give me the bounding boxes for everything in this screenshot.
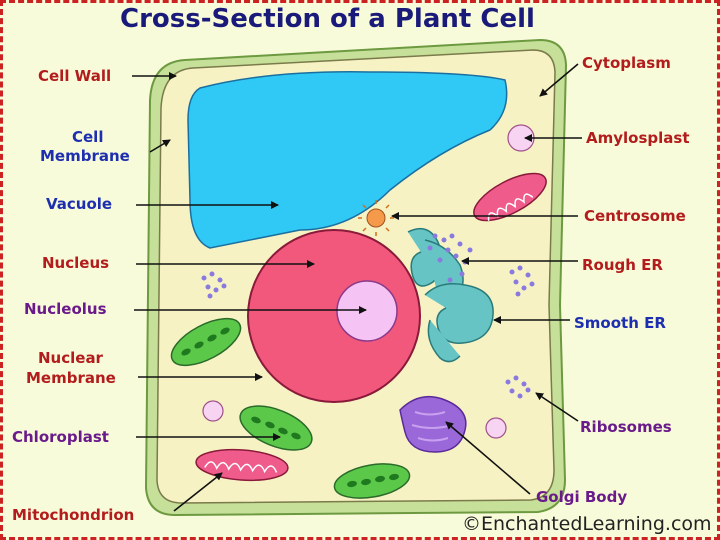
leader-cytoplasm bbox=[539, 63, 579, 97]
ribosome-clusters bbox=[201, 265, 535, 399]
chloroplast-bottom bbox=[333, 463, 411, 499]
vesicle bbox=[485, 417, 507, 439]
label-cell-membrane-line1: Cell bbox=[72, 128, 104, 146]
label-vacuole: Vacuole bbox=[46, 195, 113, 213]
label-centrosome: Centrosome bbox=[584, 207, 686, 225]
label-rough-er: Rough ER bbox=[582, 256, 663, 274]
chloroplast-left bbox=[170, 317, 242, 367]
nucleolus-shape bbox=[336, 280, 398, 342]
leader-mitochondrion bbox=[173, 472, 223, 512]
label-nuclear-membrane-line2: Membrane bbox=[26, 369, 116, 387]
leader-cell-membrane bbox=[149, 139, 171, 153]
label-cell-membrane-line2: Membrane bbox=[40, 147, 130, 165]
label-smooth-er: Smooth ER bbox=[574, 314, 666, 332]
label-golgi-body: Golgi Body bbox=[536, 488, 628, 506]
label-nucleus: Nucleus bbox=[42, 254, 110, 272]
leader-golgi-body bbox=[445, 421, 531, 495]
chloroplast-middle bbox=[239, 405, 313, 451]
label-cell-wall: Cell Wall bbox=[38, 67, 112, 85]
label-ribosomes: Ribosomes bbox=[580, 418, 672, 436]
label-amylosplast: Amylosplast bbox=[586, 129, 690, 147]
label-nuclear-membrane-line1: Nuclear bbox=[38, 349, 103, 367]
label-chloroplast: Chloroplast bbox=[12, 428, 109, 446]
label-cytoplasm: Cytoplasm bbox=[582, 54, 671, 72]
centrosome-shape bbox=[358, 200, 394, 236]
vesicle bbox=[202, 400, 224, 422]
leader-ribosomes bbox=[535, 392, 579, 422]
vacuole-shape bbox=[187, 71, 508, 249]
nucleus-shape bbox=[247, 229, 421, 403]
golgi-body-shape bbox=[399, 395, 467, 453]
diagram-title: Cross-Section of a Plant Cell bbox=[120, 4, 535, 34]
smooth-er-shape bbox=[424, 283, 494, 363]
label-nucleolus: Nucleolus bbox=[24, 300, 107, 318]
label-mitochondrion: Mitochondrion bbox=[12, 506, 135, 524]
copyright-notice: ©EnchantedLearning.com bbox=[462, 513, 712, 535]
